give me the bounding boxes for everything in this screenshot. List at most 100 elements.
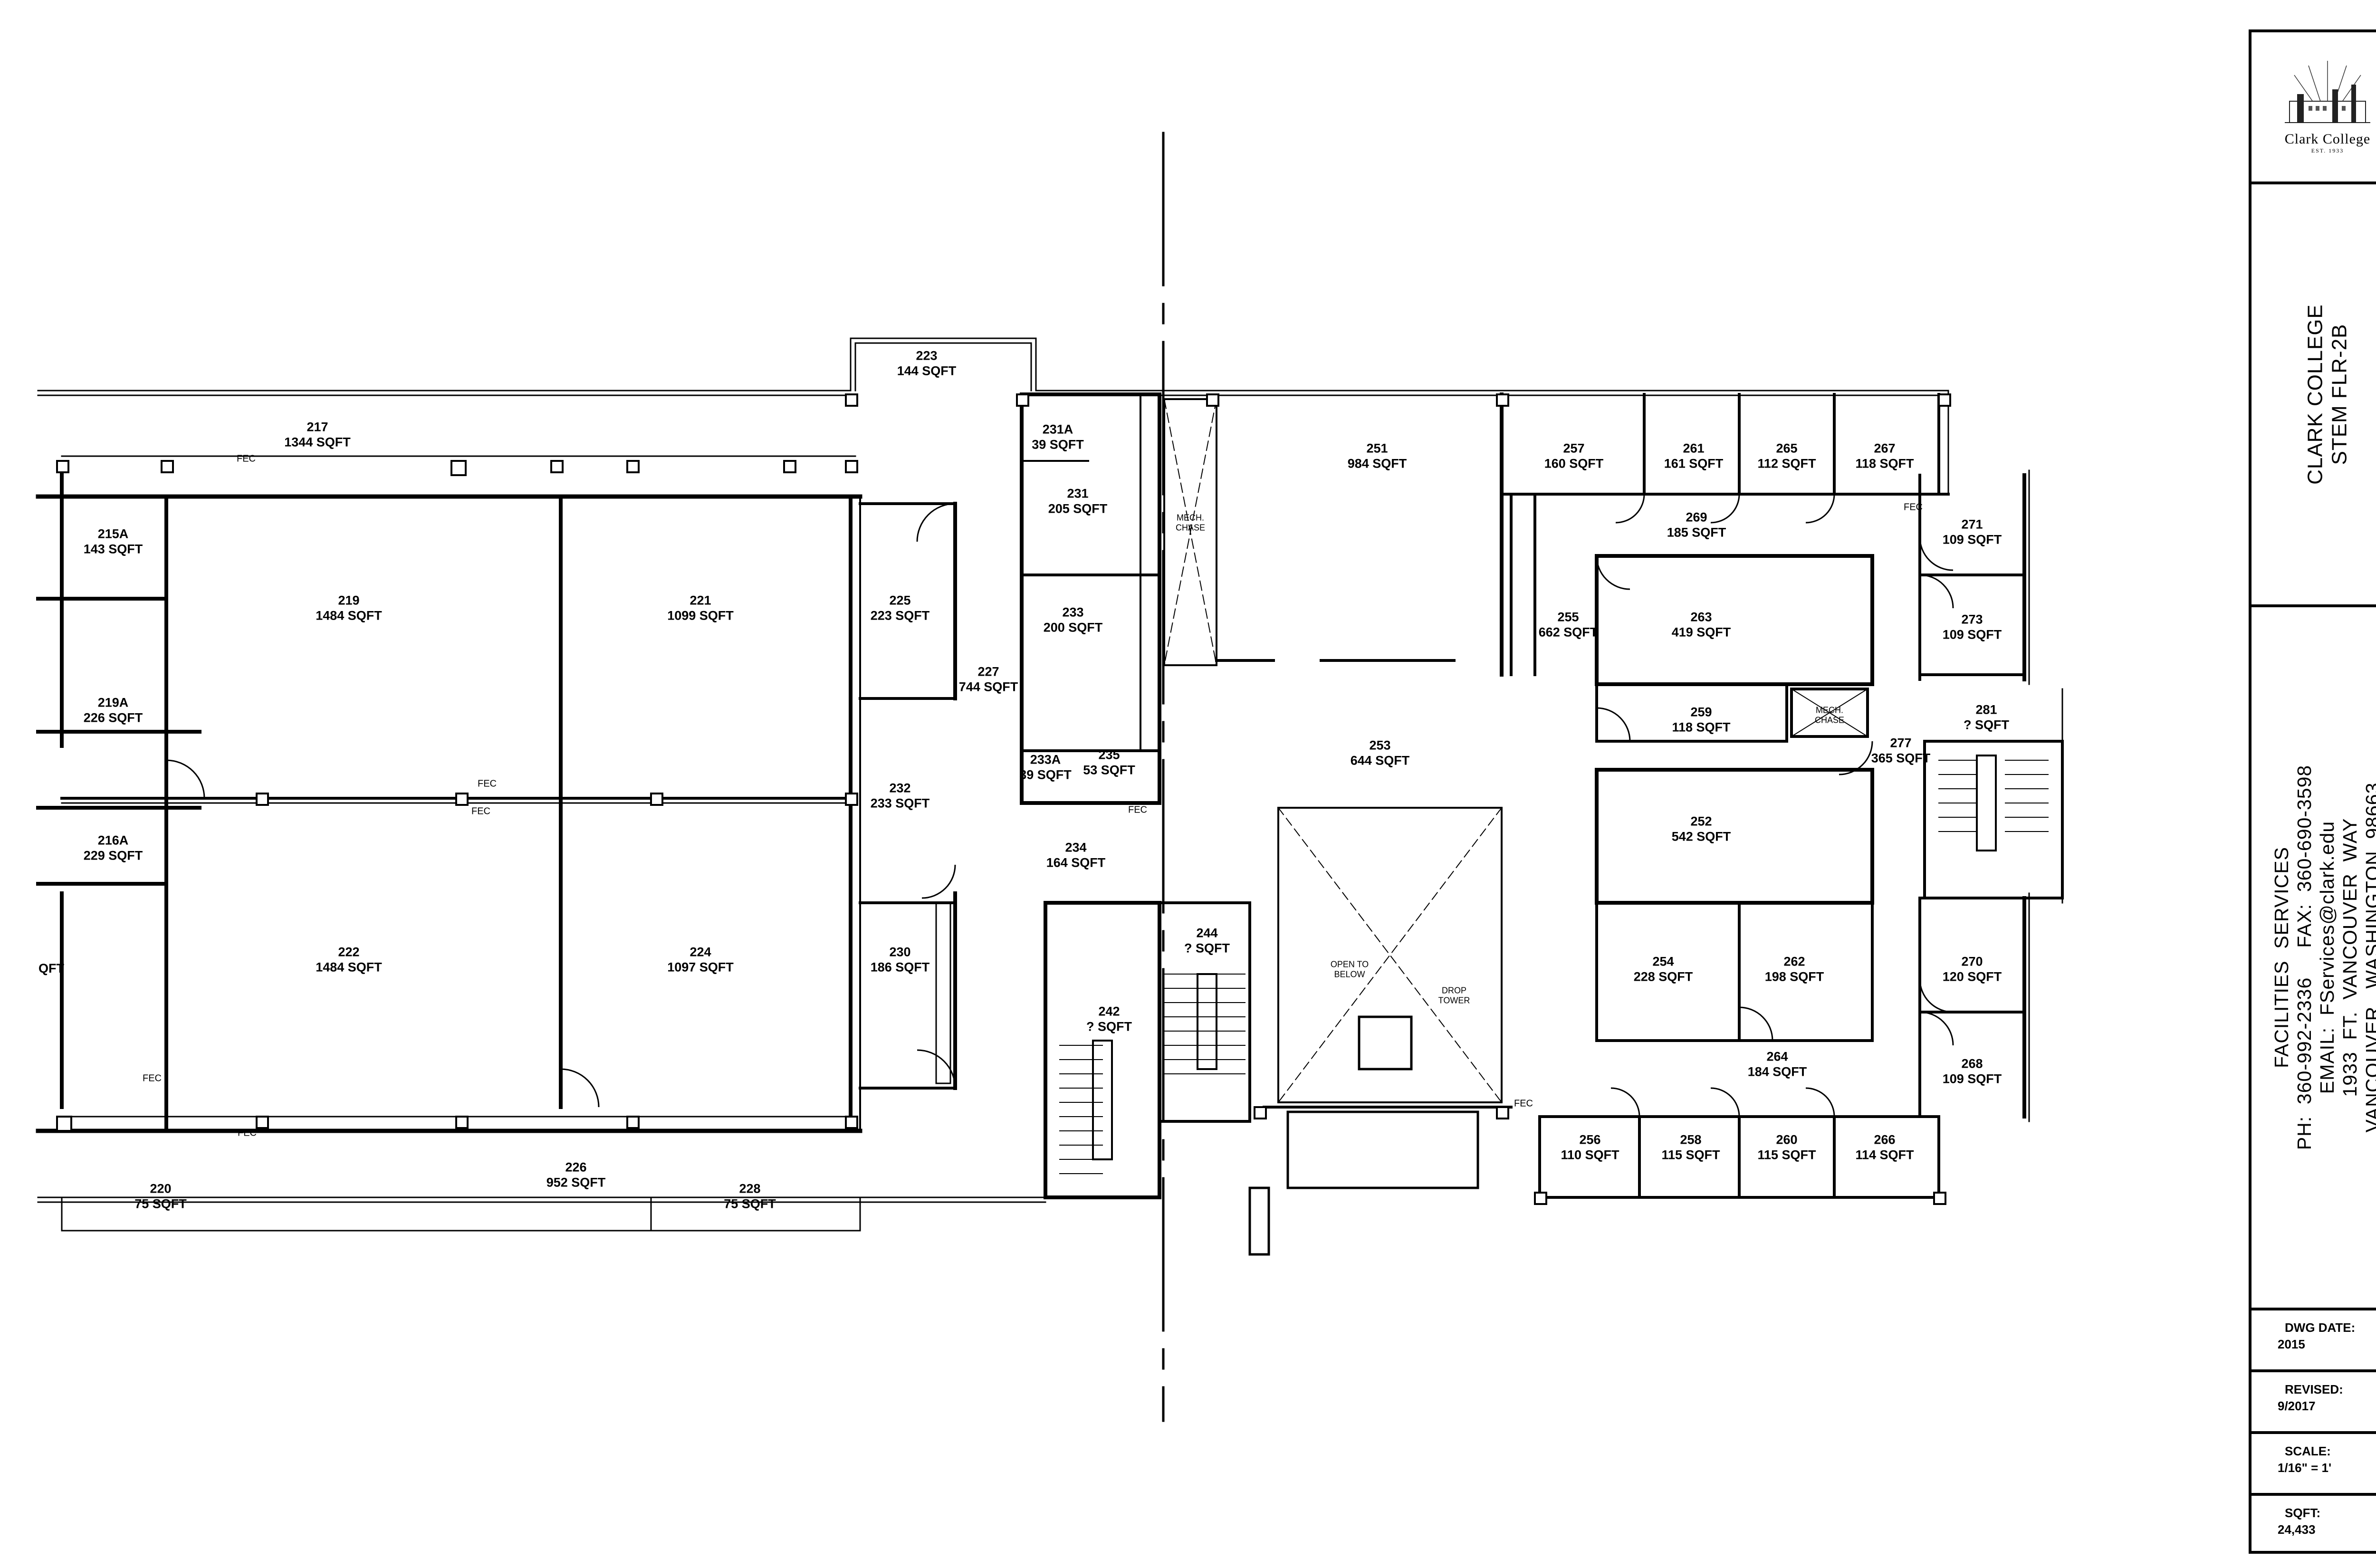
stair-rail	[1092, 1040, 1113, 1160]
room-259	[1595, 683, 1788, 743]
revised-value: 9/2017	[2278, 1399, 2316, 1413]
room-label-244: 244? SQFT	[1184, 926, 1230, 956]
mech-chase-label-2: MECH. CHASE	[1814, 705, 1845, 725]
fec-label: FEC	[1514, 1098, 1533, 1109]
scale-cell: SCALE: 1/16" = 1'	[2251, 1434, 2376, 1496]
wall	[850, 337, 1037, 392]
wall	[650, 1196, 861, 1232]
stair-242	[1044, 901, 1161, 1199]
wall	[1286, 1110, 1479, 1189]
sqft-label: SQFT:	[2285, 1506, 2321, 1520]
dwg-date-label: DWG DATE:	[2285, 1320, 2356, 1335]
open-to-below	[1277, 807, 1503, 1103]
room-label-242: 242? SQFT	[1086, 1004, 1132, 1034]
room-263	[1595, 554, 1874, 686]
building-icon	[2285, 61, 2370, 123]
open-to-below-label: OPEN TO BELOW	[1330, 959, 1369, 979]
drop-tower-label: DROP TOWER	[1438, 985, 1470, 1005]
project-line-1: CLARK COLLEGE	[2303, 304, 2327, 485]
contact-line-1: FACILITIES SERVICES	[2271, 847, 2293, 1068]
wall	[854, 342, 1032, 392]
contact-line-3: EMAIL: FServices@clark.edu	[2316, 821, 2338, 1094]
restroom-block	[1020, 392, 1161, 805]
mech-chase-label: MECH. CHASE	[1175, 513, 1206, 532]
chase-x	[1163, 398, 1217, 666]
logo-text: Clark College	[2284, 131, 2371, 147]
wall	[61, 1196, 652, 1232]
stair-281	[1923, 740, 2064, 899]
dwg-date-cell: DWG DATE: 2015	[2251, 1310, 2376, 1372]
revised-label: REVISED:	[2285, 1382, 2343, 1396]
fec-label: FEC	[237, 453, 256, 464]
contact-line-2: PH: 360-992-2336 FAX: 360-690-3598	[2293, 765, 2316, 1150]
sqft-cell: SQFT: 24,433	[2251, 1496, 2376, 1551]
drop-tower	[1358, 1015, 1413, 1071]
fec-label: FEC	[1904, 502, 1923, 513]
fec-label: FEC	[143, 1073, 162, 1084]
fec-label: FEC	[478, 778, 497, 789]
contact-line-4: 1933 FT. VANCOUVER WAY	[2338, 818, 2361, 1097]
stair-rail	[1197, 973, 1217, 1070]
project-cell: CLARK COLLEGE STEM FLR-2B	[2251, 184, 2376, 607]
title-block: Clark College EST. 1933 CLARK COLLEGE ST…	[2249, 29, 2376, 1554]
clark-college-logo: Clark College EST. 1933	[2266, 61, 2376, 170]
stair-244	[1158, 901, 1251, 1123]
partial-room-label: QFT	[38, 961, 64, 975]
mech-chase	[1163, 398, 1217, 666]
fec-label: FEC	[471, 806, 490, 817]
contact-cell: FACILITIES SERVICES PH: 360-992-2336 FAX…	[2251, 607, 2376, 1310]
project-title: CLARK COLLEGE STEM FLR-2B	[2303, 304, 2351, 485]
contact-info: FACILITIES SERVICES PH: 360-992-2336 FAX…	[2271, 765, 2376, 1150]
scale-value: 1/16" = 1'	[2278, 1461, 2332, 1475]
contact-line-5: VANCOUVER, WASHINGTON 98663	[2361, 782, 2376, 1133]
dwg-date-value: 2015	[2278, 1337, 2305, 1351]
room-label-281: 281? SQFT	[1964, 702, 2009, 732]
fec-label: FEC	[238, 1128, 257, 1138]
revised-cell: REVISED: 9/2017	[2251, 1372, 2376, 1434]
room-252	[1595, 768, 1874, 905]
project-line-2: STEM FLR-2B	[2328, 324, 2351, 465]
scale-label: SCALE:	[2285, 1444, 2331, 1458]
